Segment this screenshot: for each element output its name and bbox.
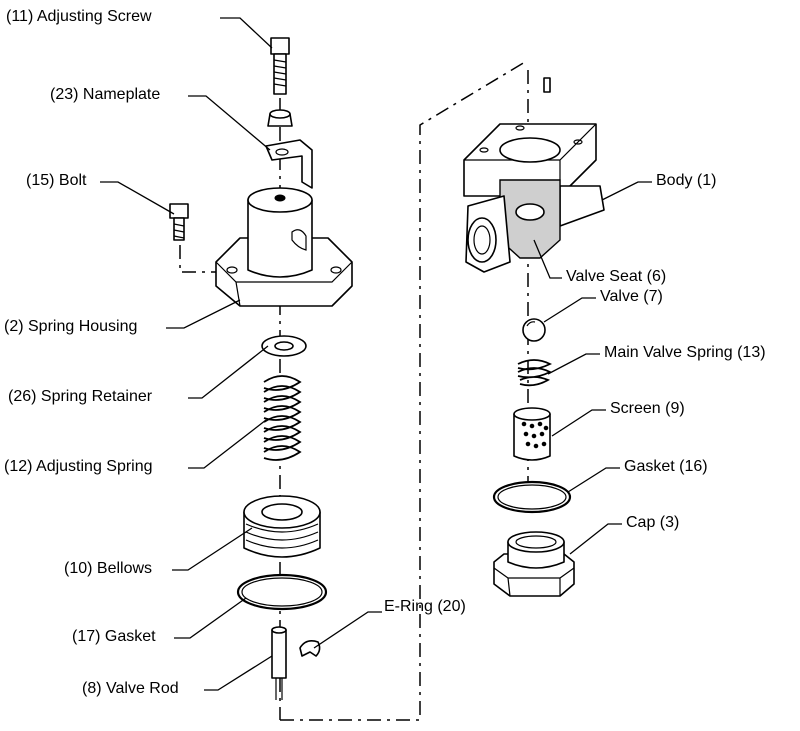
label-adjusting-screw: (11) Adjusting Screw — [6, 8, 152, 25]
label-body: Body (1) — [656, 172, 717, 189]
bolt — [169, 203, 189, 241]
label-valve-rod: (8) Valve Rod — [82, 680, 179, 697]
bolt-centerline — [179, 245, 222, 273]
spring-housing — [215, 187, 353, 307]
label-spring-retainer: (26) Spring Retainer — [8, 388, 153, 405]
adjusting-spring — [263, 375, 302, 462]
label-bellows: (10) Bellows — [64, 560, 153, 577]
label-nameplate: (23) Nameplate — [50, 86, 161, 103]
adjusting-screw — [270, 37, 290, 95]
valve-ball — [522, 318, 546, 342]
label-main-valve-spring: Main Valve Spring (13) — [604, 344, 766, 361]
label-bolt: (15) Bolt — [26, 172, 87, 189]
label-cap: Cap (3) — [626, 514, 680, 531]
nameplate — [265, 139, 313, 189]
cap — [493, 531, 575, 597]
spring-retainer — [261, 335, 307, 357]
bellows — [243, 495, 321, 558]
e-ring — [299, 640, 321, 657]
label-gasket-17: (17) Gasket — [72, 628, 156, 645]
label-spring-housing: (2) Spring Housing — [4, 318, 138, 335]
label-valve-seat: Valve Seat (6) — [566, 268, 667, 285]
main-valve-spring — [517, 359, 553, 387]
label-valve: Valve (7) — [600, 288, 663, 305]
label-screen: Screen (9) — [610, 400, 685, 417]
valve-rod — [271, 626, 287, 700]
label-e-ring: E-Ring (20) — [384, 598, 466, 615]
screen — [513, 407, 551, 461]
label-adjusting-spring: (12) Adjusting Spring — [4, 458, 153, 475]
valve-body — [463, 77, 605, 273]
leader-lines — [100, 17, 652, 691]
gasket-17 — [236, 573, 328, 611]
label-gasket-16: Gasket (16) — [624, 458, 708, 475]
gasket-16 — [492, 480, 572, 514]
lock-nut — [267, 109, 293, 127]
